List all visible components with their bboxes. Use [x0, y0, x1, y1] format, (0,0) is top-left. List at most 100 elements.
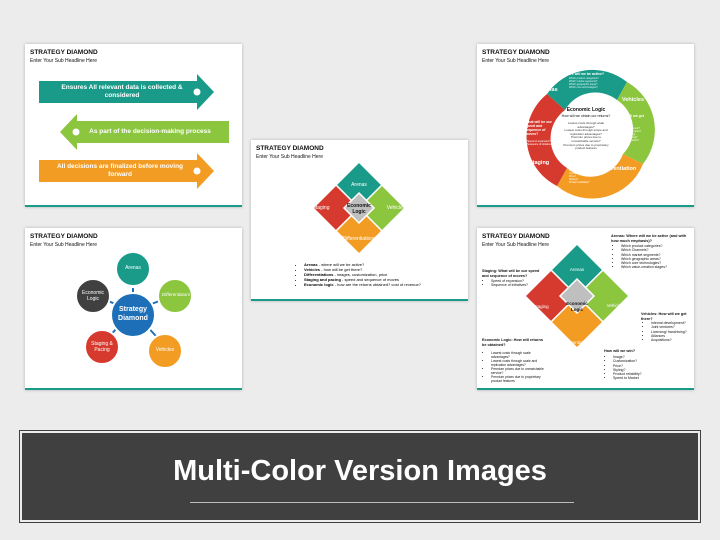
bubble-vehicles-label: Vehicles: [155, 347, 175, 353]
list-item: Which core technologies?: [621, 261, 693, 265]
list-item: Premium prices due to unmatchable servic…: [570, 135, 601, 143]
list-item: Price?: [569, 175, 577, 178]
arrow-left-green: [60, 114, 229, 150]
list-item: Joint ventures?: [624, 130, 641, 133]
arenas-heading: Arenas: Where will we be active (and wit…: [611, 234, 687, 243]
arrows-graphic: [39, 74, 229, 189]
diamond-graphic: [311, 160, 407, 256]
list-item: Lowest costs through scale and replicati…: [491, 359, 549, 367]
banner-divider: [190, 502, 574, 503]
list-item: Product reliability?: [569, 181, 590, 184]
list-item: Customization?: [613, 359, 659, 363]
ring-arenas: [547, 69, 627, 110]
list-item: Acquisitions?: [651, 338, 693, 342]
center-title: Economic Logic: [566, 107, 606, 113]
arrow-3-text: All decisions are finalized before movin…: [56, 163, 184, 178]
slide-subtitle: Enter Your Sub Headline Here: [30, 58, 97, 64]
arenas-list: Which product categories? Which Channels…: [617, 244, 693, 270]
slide-thumbnail-bubbles[interactable]: STRATEGY DIAMOND Enter Your Sub Headline…: [25, 228, 242, 390]
staging-heading: Staging: What will be our speed and sequ…: [482, 269, 540, 278]
bubble-diagram: [75, 251, 193, 369]
bubble-differentiators: [157, 278, 193, 314]
diamond-center: [558, 277, 596, 315]
diamond-bullets: Arenas - where will we be active? Vehicl…: [296, 262, 466, 287]
list-item: Styling?: [613, 368, 659, 372]
list-item: Internal development?: [624, 124, 640, 130]
staging-list: Speed of expansion? Sequence of initiati…: [487, 279, 543, 288]
list-item: Styling?: [569, 178, 578, 181]
diamond-center: [342, 191, 376, 225]
list-item: Joint ventures?: [651, 325, 693, 329]
slide-thumbnail-circle[interactable]: STRATEGY DIAMOND Enter Your Sub Headline…: [477, 44, 694, 207]
slide-thumbnail-detailed-diamond[interactable]: STRATEGY DIAMOND Enter Your Sub Headline…: [477, 228, 694, 390]
ring-vehicles: [617, 82, 655, 164]
bubble-differentiators-label: Differentiators: [162, 292, 190, 297]
list-item: Lowest costs through scale advantages?: [491, 351, 549, 359]
list-item: Acquisitions?: [624, 139, 639, 142]
econ-heading: Economic Logic: How will returns be obta…: [482, 338, 543, 347]
slide-title: STRATEGY DIAMOND: [30, 49, 98, 56]
ring-staging: [526, 94, 567, 186]
slide-thumbnail-diamond[interactable]: STRATEGY DIAMOND Enter Your Sub Headline…: [251, 140, 468, 301]
list-item: Internal development?: [651, 321, 693, 325]
ring-vehicles-label: Vehicles: [622, 97, 645, 103]
bullet-staging: Staging and pacing - speed and sequence …: [304, 277, 466, 282]
diamond-right-label: Vehicles: [606, 303, 624, 308]
diamond-top-label: Arenas: [351, 182, 367, 188]
slide-title: STRATEGY DIAMOND: [256, 145, 324, 152]
slide-subtitle: Enter Your Sub Headline Here: [482, 58, 549, 64]
list-item: Lowest costs through scale advantages?: [567, 121, 605, 129]
bubble-vehicles: [147, 333, 183, 369]
bubble-economic-label: Economic Logic: [82, 290, 104, 302]
diamond-bottom-label: Differentiations: [562, 340, 592, 345]
diamond-left-label: Staging: [533, 304, 549, 309]
list-item: Premium prices due to unmatchable servic…: [491, 367, 549, 375]
slide-title: STRATEGY DIAMOND: [30, 233, 98, 240]
diamond-right-label: Vehicles: [386, 205, 406, 211]
ring-differentiation-label: Differentiation: [599, 166, 637, 172]
bullet-economic: Economic logic - how are the returns obt…: [304, 282, 466, 287]
bubble-arenas: [115, 251, 151, 287]
banner-title: Multi-Color Version Images: [173, 455, 547, 487]
list-item: Which product categories?: [621, 244, 693, 248]
diamond-bottom-label: Differentiations: [342, 236, 376, 242]
list-item: Which geographic areas?: [621, 257, 693, 261]
list-item: Premium prices due to proprietary produc…: [491, 375, 549, 383]
center-items: Lowest costs through scale advantages? L…: [563, 121, 609, 151]
vehicles-heading: Vehicles: How will we get there?: [641, 312, 687, 321]
list-item: Alliances: [651, 334, 693, 338]
diamond-center-label: Economic Logic: [566, 301, 588, 312]
econ-list: Lowest costs through scale advantages? L…: [487, 351, 549, 383]
detailed-diamond-graphic: [523, 242, 631, 350]
slide-title: STRATEGY DIAMOND: [482, 233, 550, 240]
list-item: Speed to Market: [613, 376, 659, 380]
arrow-2-text: As part of the decision-making process: [89, 128, 211, 135]
bubble-arenas-label: Arenas: [125, 265, 141, 271]
slide-subtitle: Enter Your Sub Headline Here: [256, 154, 323, 160]
bullet-vehicles: Vehicles - how will be get there?: [304, 267, 466, 272]
q-staging: What will be our speed and sequence of m…: [525, 120, 552, 136]
list-item: Which market segments?: [621, 253, 693, 257]
q-arenas: Where will we be active?: [563, 72, 605, 76]
list-item: Sequence of initiatives?: [527, 143, 554, 146]
slide-subtitle: Enter Your Sub Headline Here: [30, 242, 97, 248]
q-diff: How will we win?: [569, 164, 598, 168]
list-item: Which geographic areas?: [569, 83, 598, 86]
list-item: Image?: [569, 169, 578, 172]
bubble-staging: [84, 329, 120, 365]
ring-arenas-label: Arenas: [539, 87, 558, 93]
list-item: Licensing/ franchising?: [624, 133, 638, 139]
diamond-left-label: Staging: [312, 205, 330, 211]
arenas-items: Which product categories? Which market s…: [569, 77, 619, 89]
list-item: Which product categories?: [569, 77, 599, 80]
slide-subtitle: Enter Your Sub Headline Here: [482, 242, 549, 248]
diff-items: Image? Customization? Price? Styling? Pr…: [569, 169, 609, 184]
list-item: Product reliability?: [613, 372, 659, 376]
staging-items: Speed of expansion? Sequence of initiati…: [527, 140, 557, 146]
slide-thumbnail-arrows[interactable]: STRATEGY DIAMOND Enter Your Sub Headline…: [25, 44, 242, 207]
ring-differentiation: [557, 154, 643, 199]
arrow-1-text: Ensures All relevant data is collected &…: [61, 84, 183, 99]
list-item: Image?: [613, 355, 659, 359]
bubble-center: [110, 292, 156, 338]
list-item: Speed of expansion?: [491, 279, 543, 283]
